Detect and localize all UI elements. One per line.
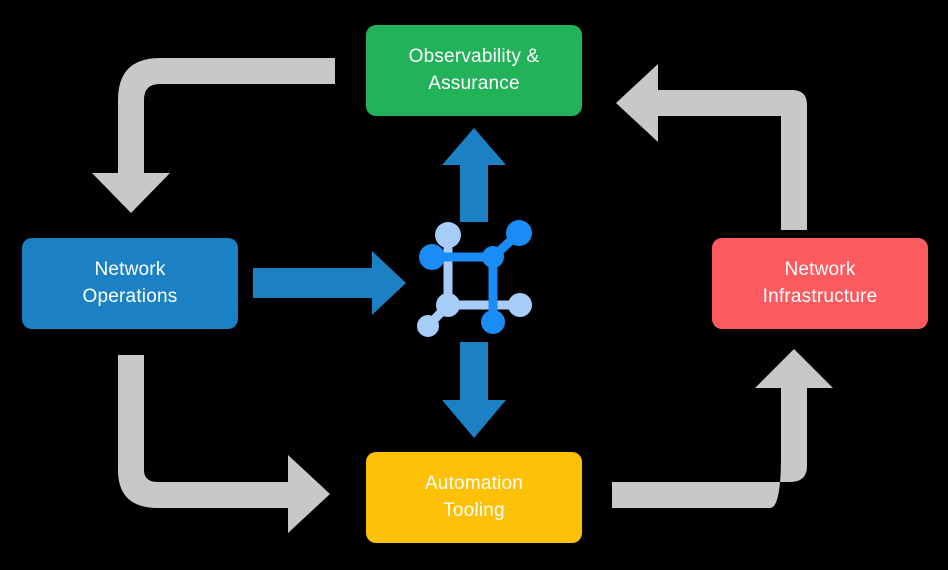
network-topology-icon [417,220,532,337]
connector-top-right-flow [616,64,807,230]
connector-center-down-flow [442,342,506,438]
network-icon-light-nodes [417,222,532,337]
node-observability-assurance[interactable]: Observability & Assurance [366,25,582,116]
connector-bottom-right-flow [612,349,833,508]
connector-center-up-flow [442,128,506,222]
connector-bottom-left-flow [118,355,330,533]
connector-top-left-flow [92,58,335,213]
network-icon-dark-nodes [419,220,532,334]
connector-operations-center-flow [253,251,406,315]
node-network-operations[interactable]: Network Operations [22,238,238,329]
node-automation-tooling[interactable]: Automation Tooling [366,452,582,543]
node-network-infrastructure[interactable]: Network Infrastructure [712,238,928,329]
